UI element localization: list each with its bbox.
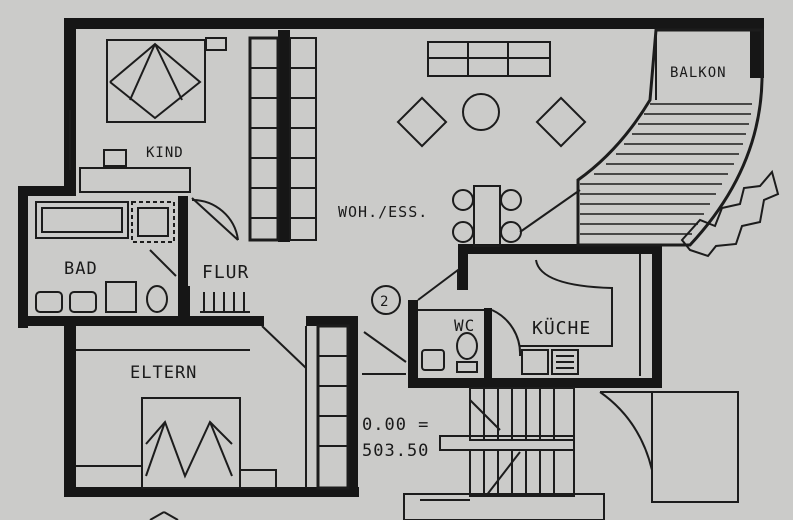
dining-chair [500, 221, 522, 243]
bathtub [35, 201, 129, 239]
room-label-wohnen-essen: WOH./ESS. [338, 203, 428, 221]
wc-toilet [456, 332, 478, 360]
bad-toilet [146, 285, 168, 313]
room-label-kind: KIND [146, 145, 184, 161]
west-wall-upper [64, 18, 76, 193]
landing-area [651, 391, 739, 503]
balcony-outline [576, 28, 764, 247]
room-label-eltern: ELTERN [130, 363, 197, 383]
kitchen-north-wall [458, 244, 662, 254]
stair-marker-number: 2 [380, 294, 389, 310]
wc-washbasin [421, 349, 445, 371]
eltern-wardrobe [316, 324, 350, 490]
armchair-left [396, 96, 448, 148]
eltern-bed-cover [145, 420, 233, 479]
stair-wall-top [306, 316, 358, 326]
bad-west-wall [18, 186, 28, 328]
level-label-line2: 503.50 [362, 441, 429, 461]
south-wall [64, 487, 359, 497]
kitchen-east-wall [652, 244, 662, 386]
room-label-bad: BAD [64, 259, 98, 279]
kind-bed [106, 39, 206, 123]
coffee-table [462, 93, 500, 131]
north-wall [64, 18, 764, 29]
washbasin-right [69, 291, 97, 313]
wc-room [418, 309, 522, 373]
kind-desk [79, 167, 191, 193]
level-label-line1: 0.00 = [362, 415, 429, 435]
living-shelf [289, 37, 317, 241]
wc-east-wall [484, 308, 492, 378]
kind-wardrobe [248, 36, 280, 242]
kind-room [69, 36, 317, 242]
shower [131, 201, 175, 243]
bad-door [149, 249, 177, 277]
dining-chair [452, 221, 474, 243]
wc-door [491, 309, 522, 357]
middle-cross-wall [18, 316, 264, 326]
dining-chair [500, 189, 522, 211]
kind-nightstand [205, 37, 227, 51]
bad-east-wall [178, 196, 188, 316]
kind-chair [103, 149, 127, 167]
balcony-hatching [580, 103, 752, 235]
staircase [149, 387, 739, 520]
balcony [576, 28, 780, 258]
west-wall-lower [64, 316, 76, 496]
plant [680, 169, 780, 258]
kitchen-stove [551, 349, 579, 375]
kind-east-wall [278, 30, 290, 242]
washbasin-left [35, 291, 63, 313]
bad-cabinet [105, 281, 137, 313]
kitchen-west-wall [458, 244, 468, 290]
kitchen-counter [520, 259, 613, 347]
dining-chair [452, 189, 474, 211]
armchair-right [535, 96, 587, 148]
bad-north-wall [18, 186, 76, 196]
eltern-bed [141, 397, 241, 489]
wc-west-wall [408, 300, 418, 386]
room-label-kueche: KÜCHE [532, 317, 591, 339]
stair-lower [469, 449, 575, 497]
room-label-wc: WC [454, 316, 475, 335]
kind-bed-cover [109, 42, 202, 120]
stair-marker-circle [371, 285, 401, 315]
stair-wall-east [348, 316, 358, 496]
flur [200, 285, 407, 375]
living-room [396, 41, 587, 301]
room-label-flur: FLUR [202, 262, 249, 283]
bad-room [35, 201, 190, 316]
kind-door [191, 197, 239, 241]
kitchen-sink [521, 349, 549, 375]
stair-upper [469, 387, 575, 441]
kitchen-south-wall [408, 378, 662, 388]
walls [18, 18, 764, 497]
eltern-room [76, 324, 350, 490]
kueche-room [520, 254, 641, 376]
dining-table [473, 185, 501, 247]
room-label-balkon: BALKON [670, 65, 727, 81]
eltern-door [261, 325, 307, 369]
eltern-nightstand [239, 469, 277, 489]
